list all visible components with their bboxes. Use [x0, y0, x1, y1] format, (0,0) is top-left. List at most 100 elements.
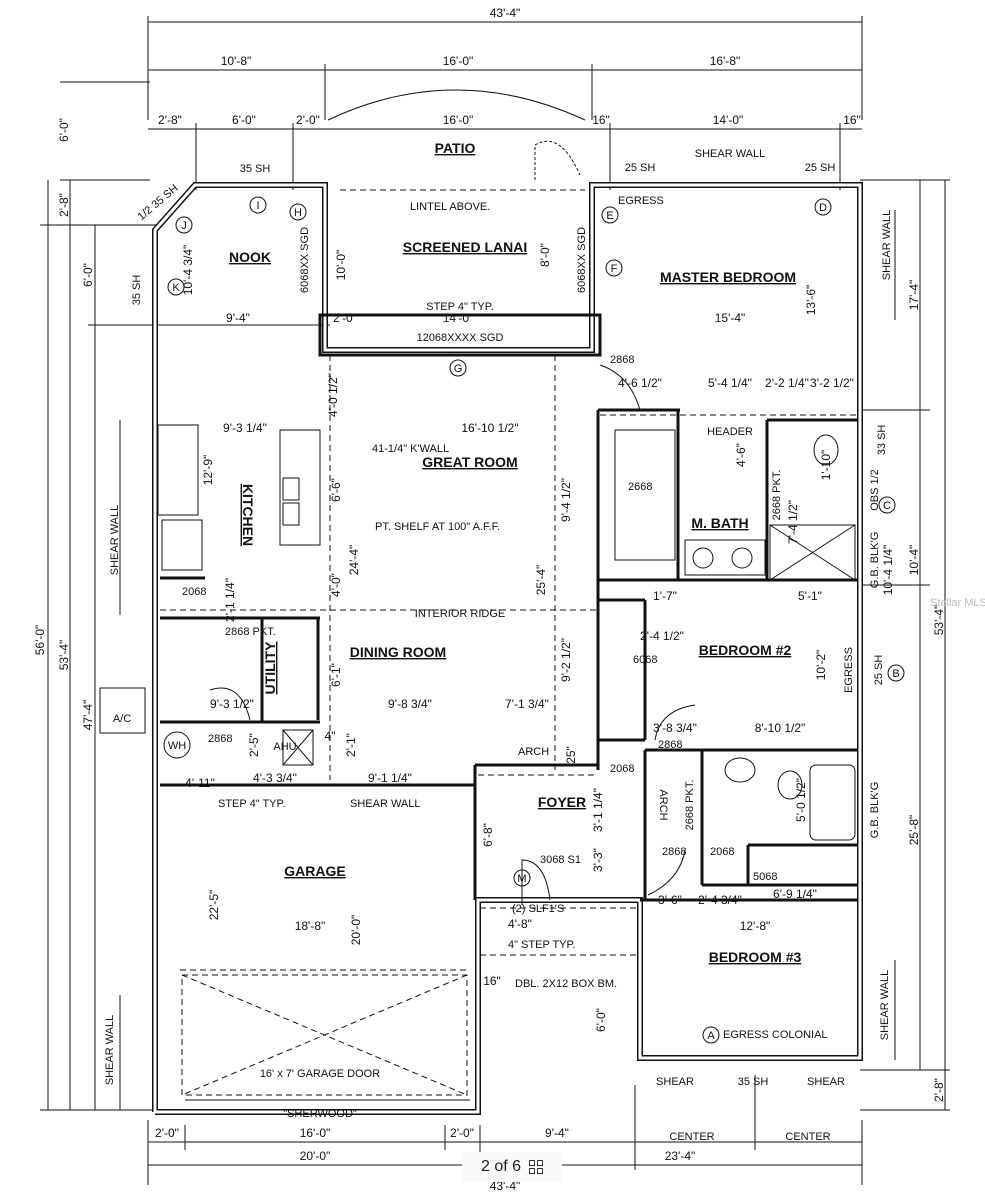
dim-int-21: 2'-4 3/4" — [698, 893, 742, 907]
dim-bottom-b: 16'-0" — [300, 1126, 331, 1140]
water-heater-icon — [163, 731, 191, 759]
dim-top-row2-e: 16" — [592, 113, 610, 127]
note-ac: A/C — [113, 713, 131, 725]
dim-int-22: 6'-9 1/4" — [773, 887, 817, 901]
note-center-b: CENTER — [785, 1131, 830, 1143]
room-bed3: BEDROOM #3 — [709, 949, 802, 965]
note-shear-wall-right-top: SHEAR WALL — [881, 210, 893, 281]
note-step-typ: 4" STEP TYP. — [508, 939, 576, 951]
note-door-6068: 6068 — [633, 654, 657, 666]
dim-int-56: 4'-6" — [734, 443, 748, 467]
dim-int-49: 7'-4 1/2" — [786, 500, 800, 544]
marker-k: K — [172, 282, 180, 294]
grid-view-icon[interactable] — [529, 1160, 544, 1174]
note-door-2868-hall: 2868 — [662, 846, 686, 858]
page-indicator[interactable]: 2 of 6 — [462, 1152, 562, 1182]
note-gb-blkg-b: G.B. BLK'G — [869, 782, 881, 839]
ac-unit — [99, 687, 146, 734]
note-sgd-left: 6068XX SGD — [299, 227, 311, 293]
dim-int-16: 18'-8" — [295, 919, 326, 933]
note-ahu: AHU — [273, 741, 296, 753]
note-shear-b: SHEAR — [807, 1076, 845, 1088]
room-patio: PATIO — [435, 140, 476, 156]
note-35sh-top: 35 SH — [240, 163, 271, 175]
dim-int-50: 1'-10" — [819, 450, 833, 481]
room-garage: GARAGE — [284, 863, 345, 879]
dim-int-4: 4'-6 1/2" — [618, 376, 662, 390]
note-door-2068-foyer: 2068 — [610, 763, 634, 775]
note-header: HEADER — [707, 426, 753, 438]
right-dimension-lines — [860, 179, 950, 1111]
dim-left-mid-b: 6'-0" — [81, 263, 95, 287]
dim-int-34: 1'-7" — [653, 589, 677, 603]
dim-top-row2-a: 2'-8" — [158, 113, 182, 127]
dim-top-row2-c: 2'-0" — [296, 113, 320, 127]
lanai-opening — [318, 313, 602, 357]
markers — [167, 196, 905, 1044]
dim-left-mid-c: 53'-4" — [57, 640, 71, 671]
top-dimension-lines — [60, 16, 863, 190]
note-wh: WH — [168, 740, 186, 752]
room-utility: UTILITY — [262, 641, 278, 695]
note-door-5068: 5068 — [753, 871, 777, 883]
note-step4-lanai: STEP 4" TYP. — [426, 301, 494, 313]
dim-int-13: 4'-11" — [185, 776, 215, 790]
room-kitchen: KITCHEN — [240, 484, 256, 546]
range — [157, 424, 199, 516]
dim-int-51: 25" — [564, 746, 578, 764]
marker-i: I — [256, 200, 259, 212]
left-dimension-lines — [40, 180, 330, 1111]
dim-int-32: 2'-1 1/4" — [223, 578, 237, 622]
dim-right-e: 2'-8" — [932, 1078, 946, 1102]
dim-int-43: 8'-0" — [538, 243, 552, 267]
hall-sink — [724, 757, 756, 783]
dim-bottom-overall: 43'-4" — [490, 1179, 521, 1193]
dim-left-mid-a: 2'-8" — [57, 193, 71, 217]
note-slf: (2) SLF1'S — [512, 903, 564, 915]
note-door-2868-pkt: 2868 PKT. — [225, 626, 276, 638]
dim-int-39: 3'-3" — [591, 848, 605, 872]
note-shelf: PT. SHELF AT 100" A.F.F. — [375, 521, 500, 533]
dim-int-55: 4'-0 1/2" — [326, 373, 340, 417]
dim-top-row2-b: 6'-0" — [232, 113, 256, 127]
note-33sh: 33 SH — [876, 425, 888, 456]
dim-int-10: 9'-2 1/2" — [559, 638, 573, 682]
note-shear-wall-top: SHEAR WALL — [695, 148, 766, 160]
note-half-35sh: 1/2 35 SH — [135, 182, 180, 223]
sink-right — [282, 502, 300, 526]
marker-c: C — [883, 500, 891, 512]
note-arch-hall: ARCH — [657, 789, 669, 820]
note-shear-wall-left: SHEAR WALL — [109, 505, 121, 576]
note-door-2868-bed2: 2868 — [658, 739, 682, 751]
dim-int-27: 6'-6" — [329, 478, 343, 502]
note-door-2868-master: 2868 — [610, 354, 634, 366]
dim-int-5: 5'-4 1/4" — [708, 376, 752, 390]
dim-int-8: 25'-4" — [534, 565, 548, 596]
note-25sh-right: 25 SH — [873, 655, 885, 686]
toilet-hall — [777, 770, 803, 800]
note-egress-colonial: EGRESS COLONIAL — [723, 1029, 828, 1041]
marker-m: M — [517, 873, 526, 885]
dim-int-17: 20'-0" — [349, 915, 363, 946]
kitchen-island — [279, 429, 321, 546]
dim-int-42: 16" — [483, 974, 501, 988]
bed3-door-swing — [647, 849, 686, 896]
dim-int-2: 9'-3 1/4" — [223, 421, 267, 435]
dim-int-28: 24'-4" — [347, 545, 361, 576]
dim-int-52: 4" — [325, 729, 336, 743]
note-35sh-bottom: 35 SH — [738, 1076, 769, 1088]
dim-right-c: 10'-4" — [907, 545, 921, 576]
note-obs: OBS 1/2 — [869, 469, 881, 511]
note-gb-blkg-a: G.B. BLK'G — [869, 532, 881, 589]
dim-left-top: 6'-0" — [57, 118, 71, 142]
dim-top-row2-g: 16" — [843, 113, 861, 127]
dim-int-41: 6'-0" — [594, 1008, 608, 1032]
dim-int-18: 22'-5" — [207, 890, 221, 921]
master-door-swing — [599, 364, 641, 411]
note-dbl-beam: DBL. 2X12 BOX BM. — [515, 978, 617, 990]
dim-left-mid-d: 47'-4" — [81, 700, 95, 731]
note-sgd-right: 6068XX SGD — [576, 227, 588, 293]
dim-int-48: 5'-0 1/2" — [794, 778, 808, 822]
dim-int-33: 9'-3 1/2" — [210, 697, 254, 711]
